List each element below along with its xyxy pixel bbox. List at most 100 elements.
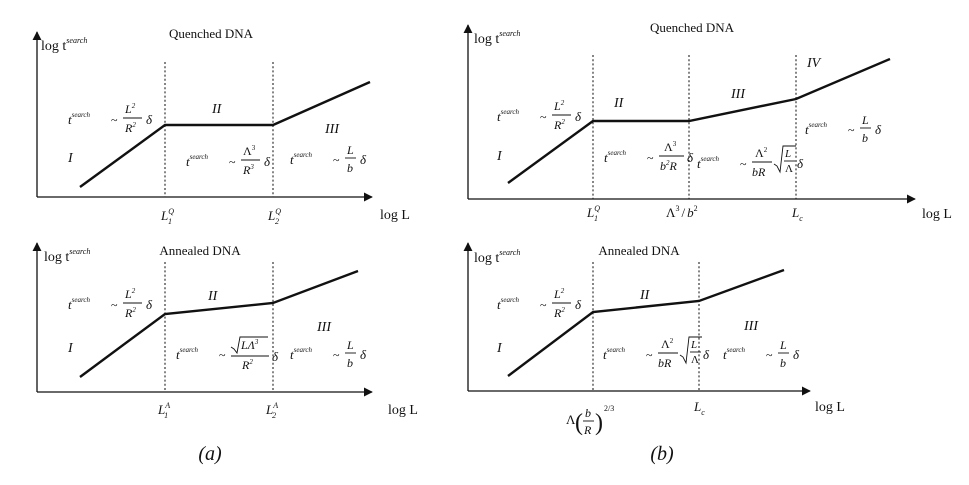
- svg-text:~: ~: [740, 157, 747, 171]
- region-label-1: I: [496, 341, 503, 356]
- svg-text:L2: L2: [553, 287, 565, 301]
- svg-text:tsearch: tsearch: [68, 111, 91, 127]
- region-label-4: IV: [806, 56, 822, 71]
- svg-text:~: ~: [229, 155, 236, 169]
- region-label-3: III: [743, 319, 759, 334]
- panel-a-annealed: Annealed DNA log tsearch log L I II III …: [32, 242, 418, 420]
- svg-text:tsearch: tsearch: [697, 155, 720, 171]
- svg-text:tsearch: tsearch: [805, 121, 828, 137]
- svg-text:Λ3: Λ3: [243, 144, 256, 158]
- svg-text:δ: δ: [360, 152, 367, 167]
- region-label-2: II: [207, 289, 219, 304]
- panel-title: Annealed DNA: [159, 243, 241, 258]
- svg-text:δ: δ: [797, 156, 804, 171]
- panel-title: Quenched DNA: [169, 26, 254, 41]
- x-axis-label: log L: [922, 207, 952, 222]
- svg-text:R: R: [583, 423, 592, 437]
- svg-text:R3: R3: [242, 163, 254, 177]
- region-label-2: II: [613, 96, 625, 111]
- svg-text:tsearch: tsearch: [497, 108, 520, 124]
- formula-regime-2: tsearch ~ Λ3 b2R δ: [604, 140, 694, 173]
- svg-text:~: ~: [540, 298, 547, 312]
- svg-text:tsearch: tsearch: [68, 296, 91, 312]
- svg-text:δ: δ: [575, 109, 582, 124]
- svg-text:R2: R2: [124, 121, 136, 135]
- svg-text:δ: δ: [146, 112, 153, 127]
- tick-label-2: Lc: [693, 399, 705, 417]
- panel-a-quenched: Quenched DNA log tsearch log L I II III …: [32, 26, 410, 226]
- svg-text:~: ~: [848, 123, 855, 137]
- svg-text:Λ: Λ: [691, 354, 699, 366]
- svg-text:~: ~: [111, 298, 118, 312]
- x-axis-label: log L: [388, 403, 418, 418]
- formula-regime-4: tsearch ~ L b δ: [805, 113, 882, 145]
- caption-b: (b): [650, 443, 674, 465]
- formula-regime-1: tsearch ~ L2 R2 δ: [68, 287, 153, 320]
- svg-text:~: ~: [766, 348, 773, 362]
- region-label-2: II: [211, 102, 223, 117]
- svg-text:Λ: Λ: [566, 412, 576, 427]
- formula-regime-1: tsearch ~ L2 R2 δ: [497, 99, 582, 132]
- search-time-curve: [507, 57, 891, 184]
- svg-text:δ: δ: [360, 347, 367, 362]
- svg-text:R2: R2: [241, 358, 253, 372]
- formula-regime-1: tsearch ~ L2 R2 δ: [68, 102, 153, 135]
- formula-regime-3: tsearch ~ L b δ: [290, 143, 367, 175]
- svg-text:Λ: Λ: [785, 163, 793, 175]
- svg-text:tsearch: tsearch: [603, 346, 626, 362]
- x-axis-label: log L: [380, 208, 410, 223]
- svg-text:b: b: [585, 406, 591, 420]
- formula-regime-2: tsearch ~ LΛ3 R2 δ: [176, 336, 279, 372]
- tick-label-3: Lc: [791, 205, 803, 223]
- svg-text:δ: δ: [793, 347, 800, 362]
- svg-text:~: ~: [646, 348, 653, 362]
- svg-text:tsearch: tsearch: [176, 346, 199, 362]
- region-label-3: III: [730, 87, 746, 102]
- svg-text:δ: δ: [146, 297, 153, 312]
- svg-text:δ: δ: [272, 349, 279, 364]
- svg-text:(: (: [575, 410, 583, 436]
- svg-text:~: ~: [647, 151, 654, 165]
- svg-text:δ: δ: [687, 150, 694, 165]
- svg-text:L: L: [861, 113, 869, 127]
- search-time-curve: [79, 80, 371, 188]
- panel-b-quenched: Quenched DNA log tsearch log L I II III …: [463, 20, 952, 223]
- svg-text:δ: δ: [264, 154, 271, 169]
- svg-text:2/3: 2/3: [604, 404, 614, 413]
- svg-text:L: L: [784, 148, 791, 160]
- region-label-3: III: [316, 320, 332, 335]
- y-axis-label: log tsearch: [474, 29, 520, 47]
- svg-text:L: L: [779, 338, 787, 352]
- svg-text:R2: R2: [124, 306, 136, 320]
- svg-text:L: L: [346, 143, 354, 157]
- svg-text:L2: L2: [553, 99, 565, 113]
- region-label-2: II: [639, 288, 651, 303]
- svg-text:tsearch: tsearch: [723, 346, 746, 362]
- svg-text:): ): [595, 410, 603, 436]
- svg-text:Λ2: Λ2: [661, 337, 674, 351]
- search-time-curve: [507, 268, 785, 377]
- svg-text:b: b: [347, 356, 353, 370]
- y-axis-label: log tsearch: [44, 247, 90, 265]
- panel-title: Annealed DNA: [598, 243, 680, 258]
- svg-text:δ: δ: [703, 347, 710, 362]
- svg-text:tsearch: tsearch: [497, 296, 520, 312]
- region-label-1: I: [67, 341, 74, 356]
- svg-text:b: b: [780, 356, 786, 370]
- region-label-1: I: [67, 151, 74, 166]
- svg-text:Λ3: Λ3: [664, 140, 677, 154]
- svg-text:tsearch: tsearch: [604, 149, 627, 165]
- svg-text:~: ~: [333, 153, 340, 167]
- formula-regime-3: tsearch ~ L b δ: [290, 338, 367, 370]
- svg-text:~: ~: [219, 348, 226, 362]
- svg-text:LΛ3: LΛ3: [240, 338, 259, 352]
- svg-text:R2: R2: [553, 306, 565, 320]
- svg-text:L: L: [346, 338, 354, 352]
- svg-text:~: ~: [333, 348, 340, 362]
- tick-label-2: Λ3/b2: [666, 204, 698, 220]
- y-axis-label: log tsearch: [474, 248, 520, 266]
